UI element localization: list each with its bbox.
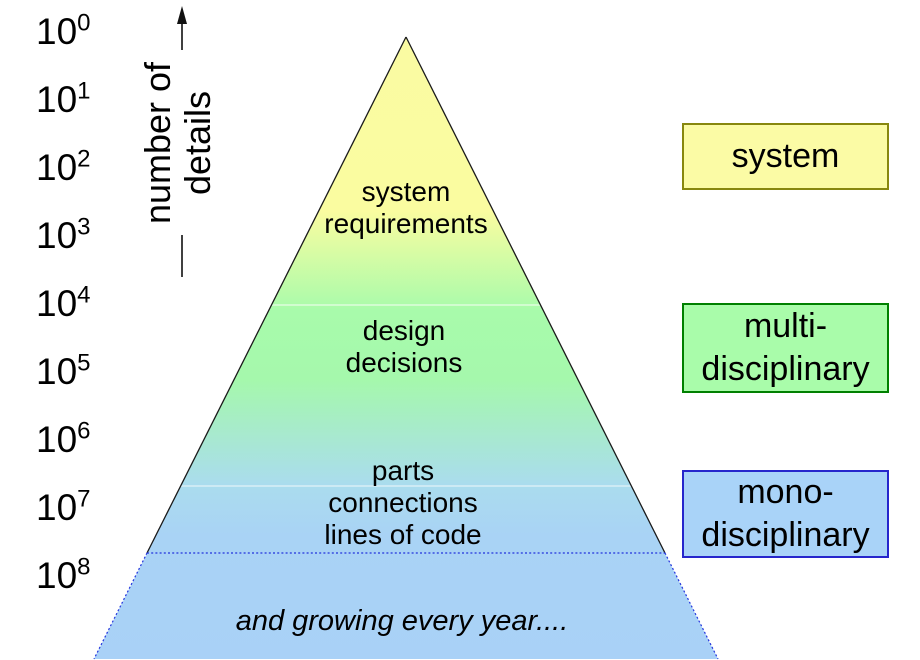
label-line: and growing every year.... <box>235 605 569 637</box>
pyramid-edge-left <box>146 36 407 554</box>
pyramid-label-growing-every-year: and growing every year.... <box>236 605 569 637</box>
label-line: connections <box>328 487 478 518</box>
axis-arrow-head-icon <box>177 6 187 24</box>
pyramid-dotted-edge-left <box>93 552 148 660</box>
axis-tick-10e8: 108 <box>36 553 91 596</box>
legend-label: disciplinary <box>701 350 870 388</box>
label-line: requirements <box>324 208 488 239</box>
legend-label: system <box>731 137 840 175</box>
label-line: parts <box>371 455 435 486</box>
axis-tick-10e5: 105 <box>36 349 91 392</box>
pyramid-label-system-requirements: system requirements <box>324 176 487 240</box>
axis-tick-10e1: 101 <box>36 77 91 120</box>
label-line: system <box>361 176 451 207</box>
legend-box-multidisciplinary: multi- disciplinary <box>682 303 889 393</box>
axis-tick-10e3: 103 <box>36 213 91 256</box>
pyramid-body <box>94 37 718 659</box>
pyramid-label-parts-connections-code: parts connections lines of code <box>324 455 481 551</box>
pyramid-dotted-edge-right <box>664 552 719 660</box>
axis-tick-10e4: 104 <box>36 281 91 324</box>
pyramid-label-design-decisions: design decisions <box>346 315 463 379</box>
label-line: design <box>362 315 446 346</box>
axis-title-line1: number of <box>137 61 178 225</box>
axis-tick-10e6: 106 <box>36 417 91 460</box>
pyramid-edge-right <box>405 36 666 554</box>
legend-box-system: system <box>682 123 889 190</box>
legend-label: mono- <box>737 473 834 511</box>
legend-box-monodisciplinary: mono- disciplinary <box>682 470 889 558</box>
legend-label: multi- <box>743 307 828 345</box>
axis-tick-10e7: 107 <box>36 485 91 528</box>
legend-label: disciplinary <box>701 516 870 554</box>
label-line: decisions <box>345 347 463 378</box>
label-line: lines of code <box>324 519 482 550</box>
axis-tick-10e2: 102 <box>36 145 91 188</box>
axis-tick-10e0: 100 <box>36 9 91 52</box>
axis-title-line2: details <box>177 90 218 196</box>
axis-title: number of details <box>137 61 218 225</box>
